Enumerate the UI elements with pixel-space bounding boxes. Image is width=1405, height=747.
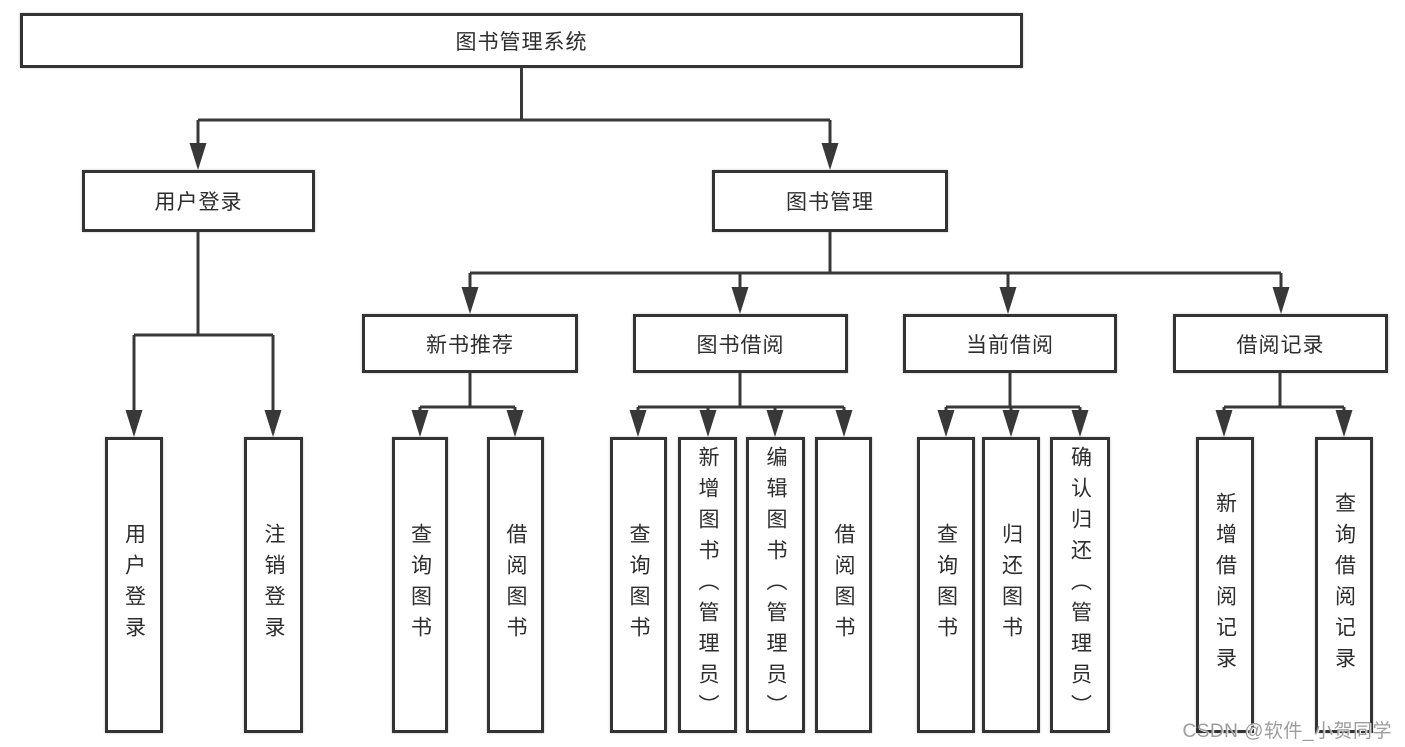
node-book-borrowing: 图书借阅 [633, 314, 848, 373]
node-label: 图书管理系统 [455, 30, 588, 54]
node-user-login: 用户登录 [82, 170, 315, 232]
leaf-confirm-return-admin: 确认归还（管理员） [1050, 437, 1110, 733]
leaf-query-borrowing-record: 查询借阅记录 [1315, 437, 1373, 733]
node-label: 新增借阅记录 [1213, 492, 1237, 678]
node-label: 图书管理 [786, 191, 874, 214]
node-label: 查询图书 [934, 523, 958, 647]
node-label: 确认归还（管理员） [1068, 445, 1092, 725]
leaf-query-books-recommend: 查询图书 [392, 437, 448, 733]
node-label: 图书借阅 [696, 333, 785, 357]
node-label: 查询图书 [408, 523, 432, 647]
leaf-return-books: 归还图书 [982, 437, 1040, 733]
leaf-borrow-books-borrowing: 借阅图书 [815, 437, 872, 733]
node-label: 归还图书 [999, 523, 1023, 647]
node-label: 查询图书 [627, 523, 650, 647]
node-book-management: 图书管理 [712, 170, 948, 232]
csdn-watermark: CSDN @软件_小贺同学 [1182, 721, 1392, 742]
node-label: 注销登录 [262, 523, 285, 647]
leaf-edit-books-admin: 编辑图书（管理员） [746, 437, 805, 733]
node-label: 编辑图书（管理员） [764, 445, 787, 725]
node-label: 用户登录 [122, 523, 146, 647]
leaf-add-borrowing-record: 新增借阅记录 [1196, 437, 1254, 733]
leaf-add-books-admin: 新增图书（管理员） [678, 437, 737, 733]
leaf-query-books-current: 查询图书 [917, 437, 975, 733]
node-label: 用户登录 [154, 191, 243, 214]
leaf-borrow-books-recommend: 借阅图书 [487, 437, 544, 733]
node-label: 新书推荐 [426, 333, 514, 357]
node-current-borrowing: 当前借阅 [903, 314, 1117, 373]
node-label: 当前借阅 [966, 333, 1054, 357]
node-label: 借阅记录 [1236, 333, 1325, 357]
node-new-book-recommend: 新书推荐 [362, 314, 578, 373]
node-label: 借阅图书 [832, 523, 855, 647]
node-label: 新增图书（管理员） [696, 445, 719, 725]
node-label: 查询借阅记录 [1332, 492, 1356, 678]
node-root-library-management-system: 图书管理系统 [20, 13, 1023, 68]
leaf-query-books-borrowing: 查询图书 [610, 437, 667, 733]
node-label: 借阅图书 [504, 523, 527, 647]
arrowheads [125, 143, 1353, 437]
leaf-user-login: 用户登录 [105, 437, 163, 733]
node-borrowing-records: 借阅记录 [1173, 314, 1388, 373]
leaf-logout-login: 注销登录 [244, 437, 303, 733]
